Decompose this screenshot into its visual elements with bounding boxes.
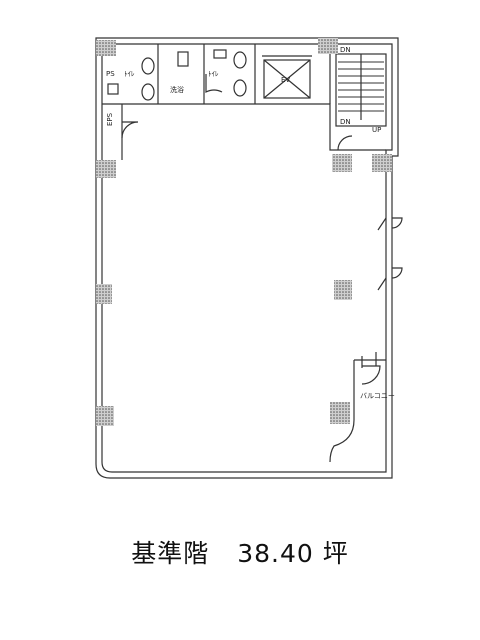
floor-name: 基準階 [131, 539, 210, 568]
eps-label: EPS [106, 112, 114, 126]
column [318, 38, 338, 54]
elevator-label: EV [281, 76, 290, 84]
outer-wall [95, 37, 399, 479]
column [332, 154, 352, 172]
balcony-outline [329, 359, 386, 463]
inner-wall [101, 43, 393, 473]
toilet-left-label: ﾄｲﾚ [124, 70, 135, 78]
stair-dn-label-lower: DN [340, 118, 351, 126]
column [96, 284, 112, 304]
core-wall [102, 103, 386, 151]
floor-area: 38.40 坪 [237, 539, 349, 568]
stair-up-label: UP [372, 126, 381, 134]
washroom-label: 洗浴 [170, 85, 184, 94]
floor-plan: PS EPS ﾄｲﾚ 洗浴 ﾄｲﾚ EV DN DN UP バルコニー [95, 37, 403, 479]
column [96, 160, 116, 178]
column [96, 406, 114, 426]
ps-label: PS [106, 70, 115, 78]
column [372, 154, 392, 172]
stair-dn-label: DN [340, 46, 351, 54]
balcony-label: バルコニー [360, 392, 395, 400]
column [96, 40, 116, 56]
toilet-right-label: ﾄｲﾚ [208, 70, 219, 78]
floor-caption: 基準階 38.40 坪 [0, 534, 480, 570]
column [334, 280, 352, 300]
elevator-car [263, 59, 311, 99]
column [330, 402, 350, 424]
